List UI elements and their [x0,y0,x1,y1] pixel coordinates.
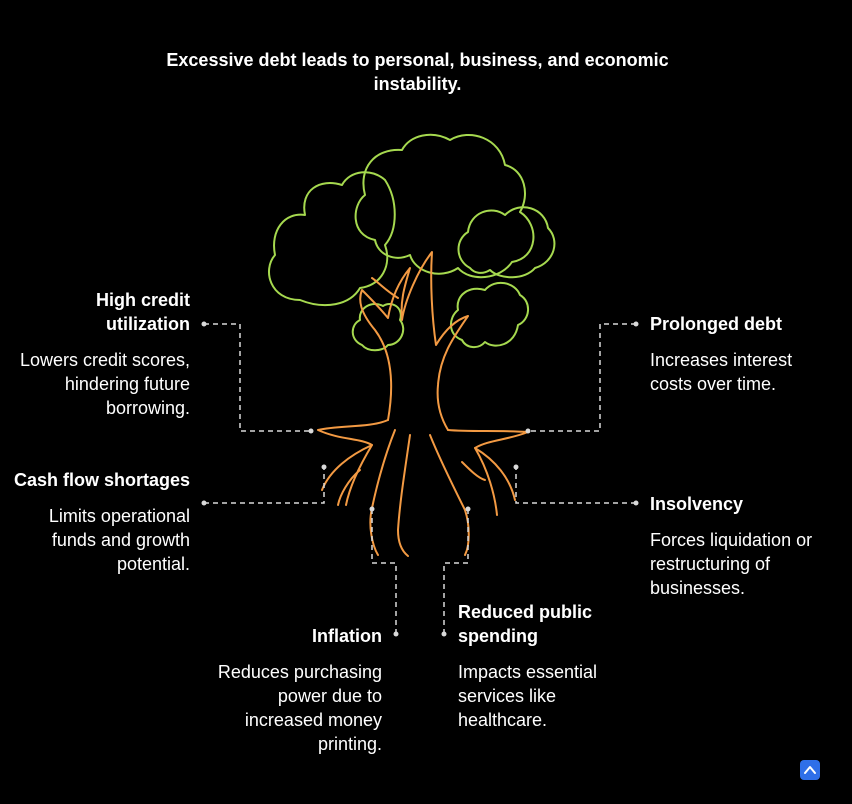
item-reduced-spending-description: Impacts essential services like healthca… [458,662,598,730]
item-inflation: Inflation Reduces purchasing power due t… [207,624,382,756]
foliage-right-cloud [457,206,556,279]
connector-insolvency [515,467,636,504]
root-lower-right [461,461,486,481]
root-lower-left [337,469,361,506]
foliage-lower-right-cloud [450,281,529,348]
foliage-top-cloud [354,133,535,279]
root-right-major [447,429,529,501]
connector-inflation [371,509,397,634]
item-high-credit-title: High credit utilization [95,290,190,334]
connector-dots [201,321,639,637]
up-arrow-logo-icon[interactable] [800,760,820,780]
dot-insolvency-end [633,500,639,506]
connector-reduced-spending [443,509,469,634]
connector-cash-flow [204,467,325,504]
item-high-credit: High credit utilization Lowers credit sc… [10,288,190,420]
item-high-credit-description: Lowers credit scores, hindering future b… [19,350,190,418]
item-prolonged-debt-title: Prolonged debt [650,314,782,334]
dot-cash-flow-end [201,500,207,506]
dot-inflation-end [393,631,399,637]
foliage-left-cloud [268,171,396,307]
item-inflation-description: Reduces purchasing power due to increase… [217,662,382,754]
branch-left [371,277,399,299]
item-reduced-spending-title: Reduced public spending [458,602,593,646]
item-insolvency: Insolvency Forces liquidation or restruc… [650,492,830,600]
dot-cash-flow-root [321,464,327,470]
dot-prolonged-debt-root [525,428,531,434]
connector-prolonged-debt [528,323,636,432]
dot-reduced-spending-end [441,631,447,637]
item-cash-flow: Cash flow shortages Limits operational f… [10,468,190,576]
diagram-title: Excessive debt leads to personal, busine… [166,50,669,94]
root-center-right [429,434,470,556]
dot-insolvency-root [513,464,519,470]
connectors [204,323,636,634]
root-right-minor [474,447,498,516]
root-left-major [317,419,389,491]
tree-trunk-and-roots [317,251,529,557]
foliage-small-cloud [351,302,405,352]
dot-prolonged-debt-end [633,321,639,327]
connector-high-credit [204,323,311,432]
root-left-minor [345,444,373,506]
root-center-left [369,429,396,556]
dot-high-credit-root [308,428,314,434]
tree-foliage [268,133,556,352]
item-reduced-spending: Reduced public spending Impacts essentia… [458,600,628,732]
item-insolvency-title: Insolvency [650,494,744,514]
dot-inflation-root [369,506,375,512]
item-cash-flow-description: Limits operational funds and growth pote… [48,506,190,574]
dot-reduced-spending-root [465,506,471,512]
item-cash-flow-title: Cash flow shortages [13,470,190,490]
item-prolonged-debt: Prolonged debt Increases interest costs … [650,312,830,396]
item-inflation-title: Inflation [312,626,382,646]
item-prolonged-debt-description: Increases interest costs over time. [650,350,793,394]
root-center [397,434,411,557]
tree-trunk [359,251,469,431]
item-insolvency-description: Forces liquidation or restructuring of b… [650,530,813,598]
dot-high-credit-end [201,321,207,327]
